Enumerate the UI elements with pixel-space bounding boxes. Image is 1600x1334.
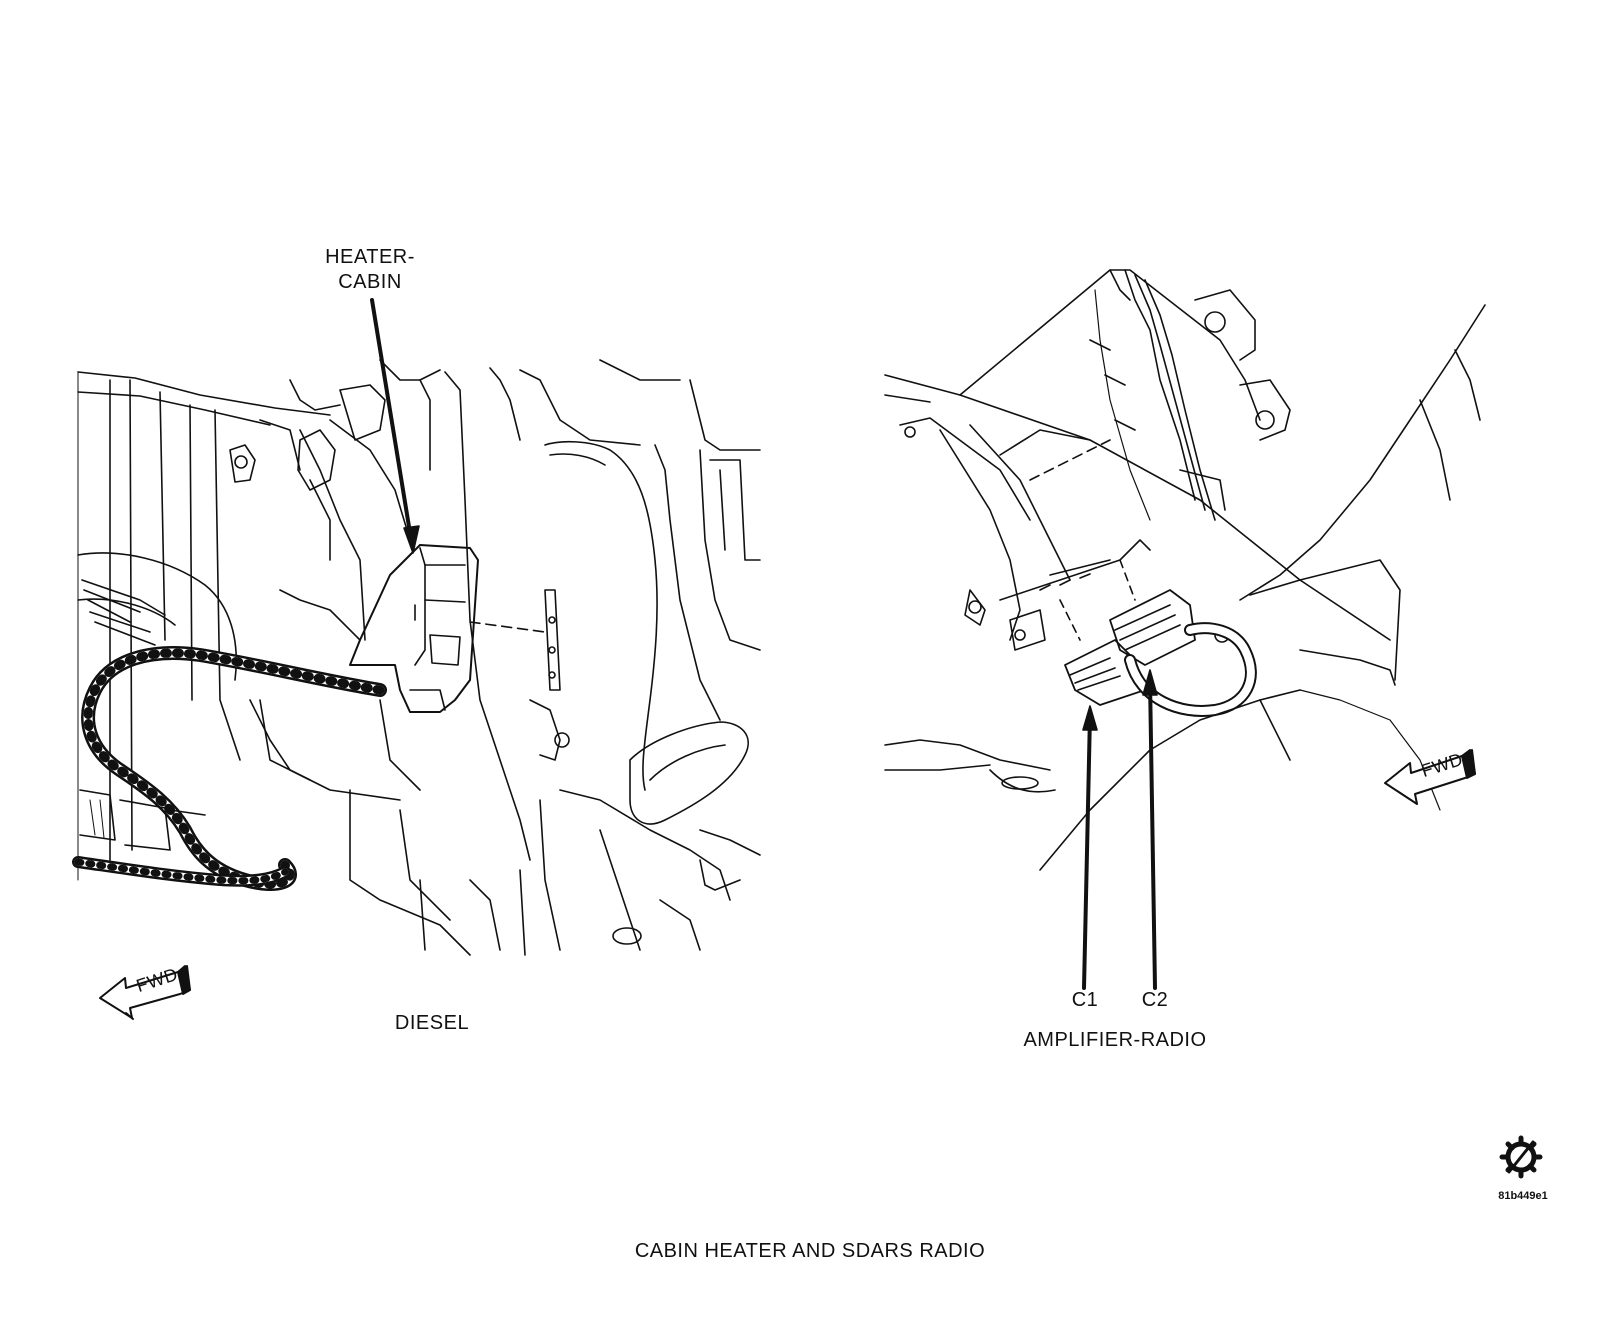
c2-label: C2 xyxy=(1141,989,1169,1011)
fwd-arrow-icon xyxy=(1384,749,1476,805)
cabin-heater-module xyxy=(349,544,479,713)
fwd-arrow-icon xyxy=(99,965,191,1020)
diesel-label: DIESEL xyxy=(394,1012,470,1034)
c1-callout-arrow xyxy=(1082,705,1098,990)
c1-label: C1 xyxy=(1071,989,1099,1011)
heater-cabin-label-line2: CABIN xyxy=(338,271,402,293)
amplifier-radio-label: AMPLIFIER-RADIO xyxy=(1023,1029,1207,1051)
heater-cabin-callout-arrow xyxy=(370,298,420,554)
c2-callout-arrow xyxy=(1142,669,1158,990)
diagram-code: 81b449e1 xyxy=(1498,1190,1548,1202)
diagram-caption: CABIN HEATER AND SDARS RADIO xyxy=(634,1240,986,1262)
gear-icon xyxy=(1499,1135,1543,1179)
left-view-drawing xyxy=(72,359,761,956)
right-view-drawing xyxy=(884,269,1486,871)
amplifier-connector-c2 xyxy=(1109,589,1196,666)
heater-cabin-label-line1: HEATER- xyxy=(325,246,415,268)
